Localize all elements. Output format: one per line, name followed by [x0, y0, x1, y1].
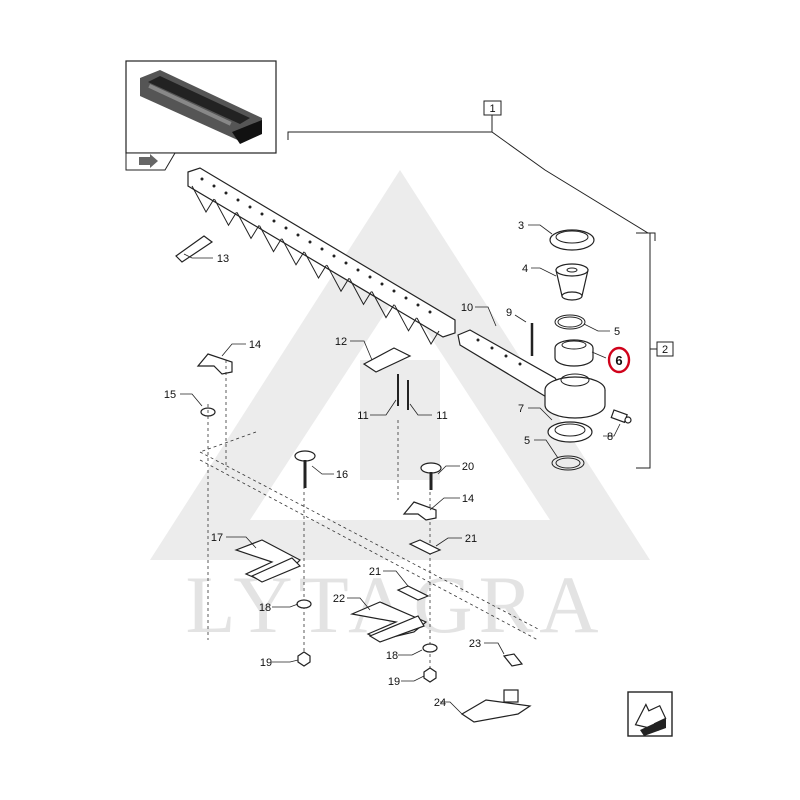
knife-section	[326, 264, 350, 293]
callout-21-lower: 21	[369, 566, 381, 578]
knife-section	[191, 185, 215, 214]
knife-section	[371, 291, 395, 319]
svg-text:1: 1	[489, 103, 495, 115]
knife-section	[349, 278, 372, 306]
knife-assembly	[187, 167, 456, 346]
carriage-bolt-16	[294, 450, 316, 488]
callout-5-bottom: 5	[524, 435, 530, 447]
callout-18-left: 18	[259, 602, 271, 614]
bearing-ring-3	[549, 229, 595, 251]
washer-18-left	[296, 599, 312, 609]
clip-14-left	[196, 353, 233, 375]
callout-15: 15	[164, 389, 176, 401]
nav-arrow-icon-top[interactable]	[125, 152, 176, 171]
grease-nipple-8	[610, 409, 632, 424]
seal-7	[547, 421, 593, 443]
callout-19-left: 19	[260, 657, 272, 669]
callout-18-right: 18	[386, 650, 398, 662]
callout-3: 3	[518, 220, 524, 232]
callout-17: 17	[211, 532, 223, 544]
callout-16: 16	[336, 469, 348, 481]
bolt-11	[397, 374, 409, 410]
callout-13: 13	[217, 253, 229, 265]
callout-24: 24	[434, 697, 446, 709]
guard-22	[349, 601, 428, 643]
callout-14-left: 14	[249, 339, 261, 351]
knife-section	[394, 304, 417, 332]
nut-19-right	[423, 667, 437, 683]
highlighted-part-6[interactable]: 6	[591, 346, 631, 374]
callout-labels: 3 4 5 9 10 7 5 8 13 14 12 15 11 11 16 20…	[164, 220, 620, 709]
guard-24	[460, 689, 532, 723]
circlip-5-bottom	[551, 455, 585, 471]
assembly-1-marker: 1	[287, 100, 656, 241]
callout-11-left: 11	[357, 410, 368, 422]
guard-17	[234, 539, 302, 583]
callout-23: 23	[469, 638, 481, 650]
nut-19-left	[297, 651, 311, 667]
plate-23	[502, 653, 524, 667]
header-assembly-thumbnail	[125, 60, 277, 154]
highlight-label: 6	[615, 353, 622, 368]
knife-section	[259, 225, 282, 253]
callout-14-right: 14	[462, 493, 474, 505]
callout-10: 10	[461, 302, 473, 314]
knife-section	[214, 198, 237, 227]
plate-21-lower	[396, 585, 430, 601]
callout-leaders	[180, 224, 621, 715]
callout-5-top: 5	[614, 326, 620, 338]
bearing-housing-4	[555, 263, 589, 301]
next-page-arrow-icon[interactable]	[627, 691, 673, 737]
callout-8: 8	[607, 431, 613, 443]
bearing-6	[554, 339, 594, 367]
callout-7: 7	[518, 403, 524, 415]
hold-down-13	[175, 235, 214, 263]
knife-section	[236, 212, 260, 240]
hold-down-12	[362, 347, 412, 373]
knife-section	[304, 251, 327, 280]
knife-section	[416, 317, 440, 346]
washer-18-right	[422, 643, 438, 653]
carriage-bolt-20	[420, 462, 442, 490]
circlip-5-top	[554, 314, 586, 330]
callout-11-right: 11	[436, 410, 447, 422]
callout-20: 20	[462, 461, 474, 473]
svg-text:2: 2	[662, 344, 668, 356]
callout-9: 9	[506, 307, 512, 319]
knife-section	[281, 238, 305, 266]
assembly-2-marker: 2	[636, 232, 674, 469]
callout-19-right: 19	[388, 676, 400, 688]
callout-21-upper: 21	[465, 533, 477, 545]
plate-21-upper	[408, 539, 442, 555]
callout-12: 12	[335, 336, 347, 348]
callout-22: 22	[333, 593, 345, 605]
knife-head-7	[544, 373, 606, 419]
callout-4: 4	[522, 263, 528, 275]
clip-14-right	[402, 501, 437, 521]
